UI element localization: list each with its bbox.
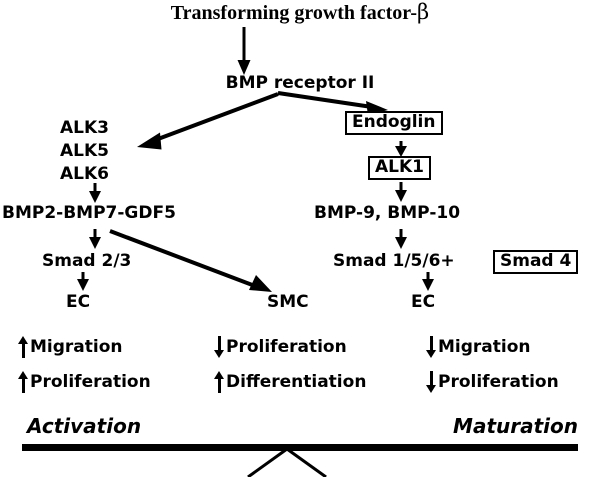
down-arrow-icon	[426, 371, 437, 393]
node-alk3: ALK3	[60, 120, 109, 137]
node-smc: SMC	[267, 294, 309, 311]
effect-c3-r1: Migration	[426, 336, 531, 358]
node-ligands-left-label: BMP2-BMP7-GDF5	[2, 203, 176, 223]
node-ligands-right-label: BMP-9, BMP-10	[314, 203, 461, 223]
up-arrow-icon	[214, 371, 225, 393]
arrow-smad23-to-ec-left	[77, 272, 89, 291]
page-title-text: Transforming growth factor-	[170, 2, 418, 24]
node-smad-4-label: Smad 4	[500, 251, 572, 271]
node-bmp-receptor-ii: BMP receptor II	[0, 75, 600, 92]
effect-c3-r2: Proliferation	[426, 371, 559, 393]
effect-c2-r1-label: Proliferation	[226, 336, 347, 357]
node-smad-1-5-6-label: Smad 1/5/6+	[333, 251, 455, 271]
balance-label-maturation: Maturation	[453, 416, 578, 436]
node-alk6: ALK6	[60, 166, 109, 183]
node-smad-1-5-6: Smad 1/5/6+	[333, 253, 455, 270]
node-bmp-receptor-ii-label: BMP receptor II	[225, 73, 375, 93]
arrow-endoglin-to-alk1	[395, 141, 407, 157]
balance-label-activation-text: Activation	[27, 414, 142, 438]
node-smad-2-3: Smad 2/3	[42, 253, 131, 270]
node-smad-2-3-label: Smad 2/3	[42, 251, 132, 271]
effect-c2-r2: Differentiation	[214, 371, 366, 393]
arrow-title-to-receptor	[237, 27, 251, 75]
arrow-smad4-to-ec-right	[422, 272, 434, 291]
balance-label-activation: Activation	[27, 416, 141, 436]
node-endoglin-label: Endoglin	[352, 112, 436, 132]
effect-c1-r2-label: Proliferation	[30, 371, 151, 392]
node-smad-4: Smad 4	[493, 250, 579, 274]
node-alk5-label: ALK5	[60, 141, 109, 161]
page-title: Transforming growth factor-β	[0, 0, 600, 24]
arrow-alk-to-ligands-left	[89, 183, 101, 203]
node-endoglin: Endoglin	[345, 111, 443, 135]
down-arrow-icon	[426, 336, 437, 358]
arrow-left-branch-to-smc	[109, 229, 272, 292]
down-arrow-icon	[214, 336, 225, 358]
arrow-receptor-to-alk-group	[137, 92, 279, 150]
node-alk3-label: ALK3	[60, 118, 109, 138]
effect-c2-r2-label: Differentiation	[226, 371, 367, 392]
fulcrum-triangle	[247, 447, 327, 477]
arrow-alk1-to-ligands-right	[395, 182, 407, 202]
node-ligands-left: BMP2-BMP7-GDF5	[2, 205, 176, 222]
beta-symbol: β	[417, 0, 430, 24]
node-ligands-right: BMP-9, BMP-10	[314, 205, 460, 222]
balance-beam	[22, 444, 578, 451]
effect-c1-r1: Migration	[18, 336, 123, 358]
node-alk5: ALK5	[60, 143, 109, 160]
arrow-ligands-right-to-smad156	[395, 229, 407, 249]
node-ec-left-label: EC	[66, 292, 91, 312]
arrow-ligands-left-to-smad23	[89, 229, 101, 249]
effect-c1-r2: Proliferation	[18, 371, 151, 393]
balance-label-maturation-text: Maturation	[453, 414, 578, 438]
node-smc-label: SMC	[267, 292, 309, 312]
node-alk6-label: ALK6	[60, 164, 109, 184]
node-ec-right: EC	[411, 294, 435, 311]
effect-c2-r1: Proliferation	[214, 336, 347, 358]
up-arrow-icon	[18, 371, 29, 393]
effect-c1-r1-label: Migration	[30, 336, 123, 357]
node-alk1-label: ALK1	[375, 157, 424, 177]
effect-c3-r1-label: Migration	[438, 336, 531, 357]
node-alk1: ALK1	[368, 156, 431, 180]
node-ec-right-label: EC	[411, 292, 436, 312]
node-ec-left: EC	[66, 294, 90, 311]
up-arrow-icon	[18, 336, 29, 358]
effect-c3-r2-label: Proliferation	[438, 371, 559, 392]
